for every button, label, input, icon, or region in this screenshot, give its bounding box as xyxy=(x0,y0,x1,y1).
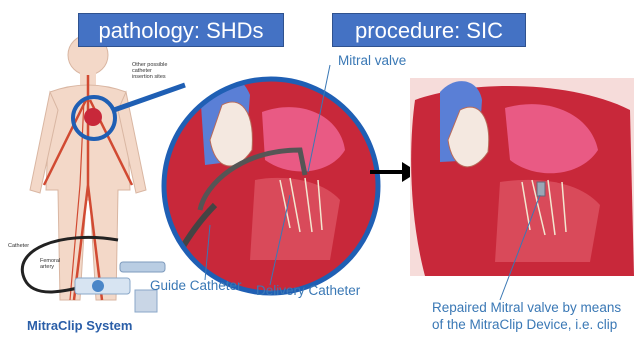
repaired-heart xyxy=(410,78,634,276)
brand-label: MitraClip System xyxy=(27,318,132,333)
catheter-label: Catheter xyxy=(8,243,29,249)
repaired-label-line1: Repaired Mitral valve by means xyxy=(432,300,621,315)
delivery-catheter-label: Delivery Catheter xyxy=(256,283,360,298)
femoral-line2: artery xyxy=(40,264,54,270)
pathology-tag: pathology: SHDs xyxy=(78,13,284,47)
mitral-valve-label: Mitral valve xyxy=(338,53,406,68)
repaired-label-line2: of the MitraClip Device, i.e. clip xyxy=(432,317,617,332)
other-sites-line3: insertion sites xyxy=(132,74,166,80)
procedure-tag: procedure: SIC xyxy=(332,13,526,47)
procedure-heart xyxy=(160,76,385,300)
guide-catheter-label: Guide Catheter xyxy=(150,278,242,293)
